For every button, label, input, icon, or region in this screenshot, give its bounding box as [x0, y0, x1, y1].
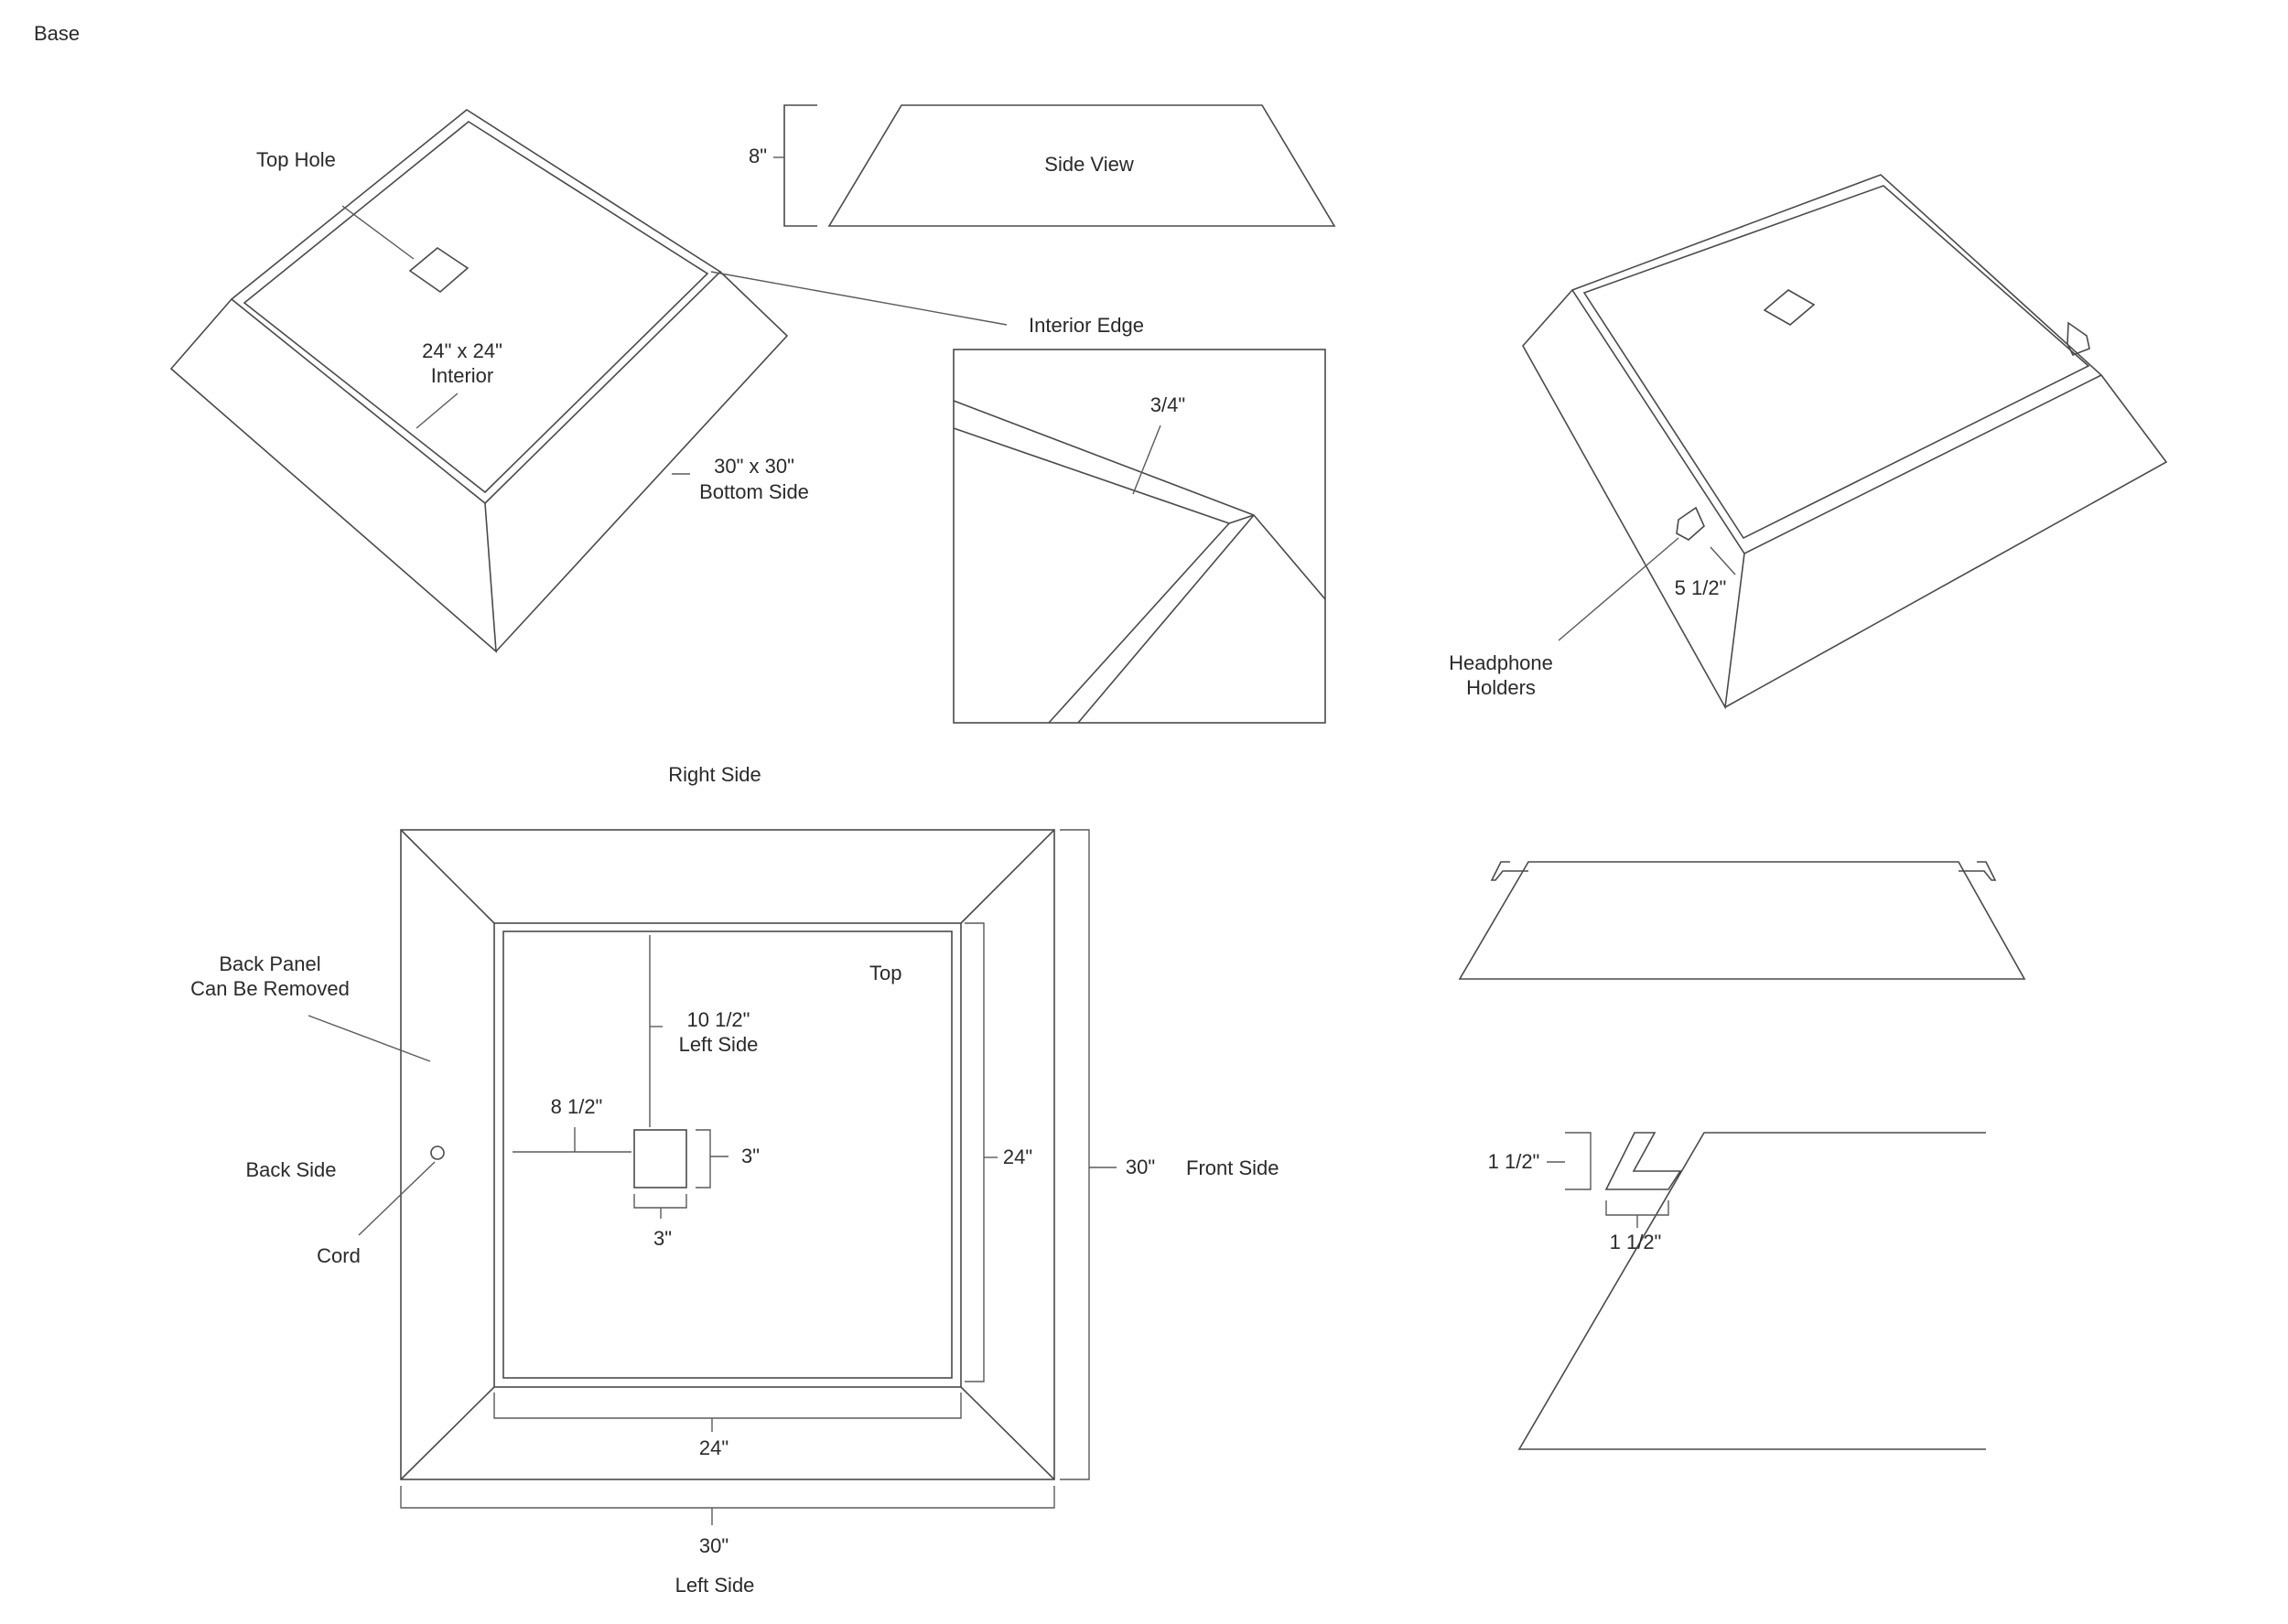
bottom-size-label: 30" x 30"	[714, 455, 794, 478]
holder-detail-top-edge	[1517, 1132, 1986, 1450]
headphone-holders-label-line1: Headphone	[1449, 651, 1553, 674]
interior-width-bracket	[493, 1393, 962, 1419]
interior-height-bracket	[965, 922, 985, 1382]
outer-height-bracket	[1060, 829, 1090, 1480]
side-view-trapezoid	[827, 104, 1336, 227]
detail-diagonal-inner	[1048, 522, 1230, 724]
detail-trim-inner	[953, 427, 1230, 524]
trim-width-leader	[1132, 425, 1161, 495]
profile-trapezoid	[1458, 861, 2026, 980]
hole-width-bracket	[633, 1194, 687, 1209]
cord-label: Cord	[317, 1244, 361, 1267]
detail-outer-face	[1253, 514, 1326, 600]
hole-offset-side-label: 8 1/2"	[551, 1095, 603, 1118]
side-view-height-bracket	[783, 104, 817, 227]
plan-outer-square	[400, 829, 1055, 1480]
holder-height-bracket	[1565, 1132, 1592, 1190]
outer-width-bracket	[400, 1486, 1055, 1509]
headphone-holders-leader	[1558, 537, 1679, 641]
plan-interior-inner	[502, 930, 953, 1379]
front-side-label: Front Side	[1186, 1156, 1279, 1179]
back-panel-leader	[308, 1015, 431, 1062]
plan-view: Right Side Left Side Back Side Front Sid…	[190, 763, 1279, 1597]
interior-height-label: 24"	[1003, 1145, 1032, 1168]
holder-detail-hook	[1604, 1132, 1682, 1190]
perspective-view: Top Hole 24" x 24" Interior 30" x 30" Bo…	[169, 109, 1144, 653]
headphone-offset-label: 5 1/2"	[1675, 576, 1727, 599]
hole-offset-top-ref-label: Left Side	[679, 1033, 759, 1056]
interior-leader	[416, 393, 459, 429]
profile-holder-left	[1490, 861, 1528, 881]
interior-label: Interior	[431, 364, 493, 387]
outer-height-label: 30"	[1126, 1156, 1155, 1178]
holder-width-bracket	[1605, 1200, 1669, 1216]
plan-top-hole	[633, 1129, 687, 1188]
interior-edge-leader	[710, 271, 1008, 326]
cord-hole	[430, 1145, 445, 1160]
interior-edge-label: Interior Edge	[1029, 314, 1144, 337]
back-side-label: Back Side	[245, 1158, 336, 1181]
headphone-view-left-face	[1522, 289, 1745, 710]
side-view: Side View 8"	[749, 104, 1336, 227]
plan-corner-miter-tl	[400, 829, 495, 924]
side-view-title: Side View	[1044, 153, 1134, 176]
trim-width-label: 3/4"	[1150, 393, 1185, 416]
perspective-right-face	[495, 271, 789, 652]
plan-corner-miter-tr	[960, 829, 1055, 924]
top-label: Top	[869, 962, 901, 984]
headphone-view-top-hole	[1763, 289, 1816, 326]
detail-outer-edge	[953, 400, 1255, 516]
sheet-title: Base	[34, 22, 80, 45]
detail-view: 3/4"	[953, 349, 1326, 724]
back-panel-label-line1: Back Panel	[219, 952, 320, 975]
detail-frame	[953, 349, 1326, 724]
holder-width-label: 1 1/2"	[1610, 1231, 1662, 1253]
hole-height-bracket	[696, 1129, 711, 1188]
perspective-interior-rim	[243, 121, 709, 494]
hole-width-label: 3"	[653, 1227, 672, 1250]
interior-size-label: 24" x 24"	[422, 339, 502, 362]
top-hole-label: Top Hole	[256, 148, 336, 171]
detail-diagonal-outer	[1077, 514, 1255, 724]
top-hole-leader	[341, 205, 415, 260]
headphone-holders-label-line2: Holders	[1466, 676, 1536, 699]
headphone-view: 5 1/2" Headphone Holders	[1449, 174, 2168, 710]
profile-holder-right	[1959, 861, 1997, 881]
holder-profile-view	[1458, 861, 2026, 980]
right-side-label: Right Side	[668, 763, 761, 786]
detail-trim-corner	[1228, 514, 1255, 524]
interior-width-label: 24"	[699, 1436, 728, 1459]
headphone-offset-leader	[1710, 546, 1736, 575]
bottom-side-label: Bottom Side	[699, 480, 809, 503]
outer-width-label: 30"	[699, 1534, 728, 1557]
headphone-holder-left	[1676, 506, 1705, 541]
headphone-view-outer-top	[1570, 174, 2103, 555]
top-hole-square	[408, 247, 469, 294]
plan-interior-outer	[493, 922, 962, 1388]
holder-detail-view: 1 1/2" 1 1/2"	[1488, 1132, 1986, 1450]
back-panel-label-line2: Can Be Removed	[190, 977, 350, 1000]
headphone-view-right-face	[1724, 374, 2168, 708]
hole-height-label: 3"	[741, 1145, 760, 1167]
headphone-holder-right	[2067, 321, 2090, 357]
left-side-label: Left Side	[675, 1574, 755, 1597]
perspective-left-face	[169, 298, 497, 653]
side-view-height-label: 8"	[749, 145, 767, 167]
cord-leader	[358, 1161, 436, 1236]
plan-corner-miter-bl	[400, 1386, 495, 1480]
plan-corner-miter-br	[960, 1386, 1055, 1480]
holder-height-label: 1 1/2"	[1488, 1150, 1540, 1173]
headphone-view-interior-rim	[1582, 185, 2090, 540]
hole-offset-top-label: 10 1/2"	[687, 1008, 750, 1031]
